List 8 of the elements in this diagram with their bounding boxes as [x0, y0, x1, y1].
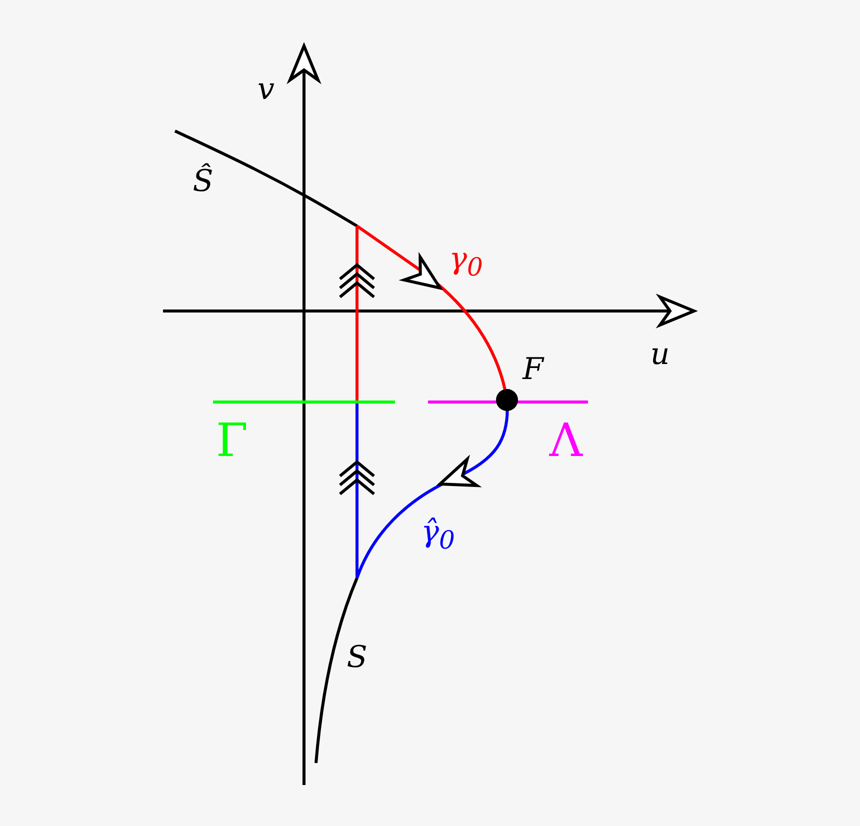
- set-label: Λ: [549, 417, 583, 463]
- math-label: v: [258, 75, 274, 105]
- math-label: F: [522, 355, 544, 385]
- math-label: γ$_{0}$: [449, 244, 483, 280]
- set-label: Γ: [216, 417, 248, 463]
- math-label: γ̂$_{0}$: [421, 518, 455, 552]
- math-label: S: [346, 643, 368, 673]
- math-label: u: [650, 340, 670, 370]
